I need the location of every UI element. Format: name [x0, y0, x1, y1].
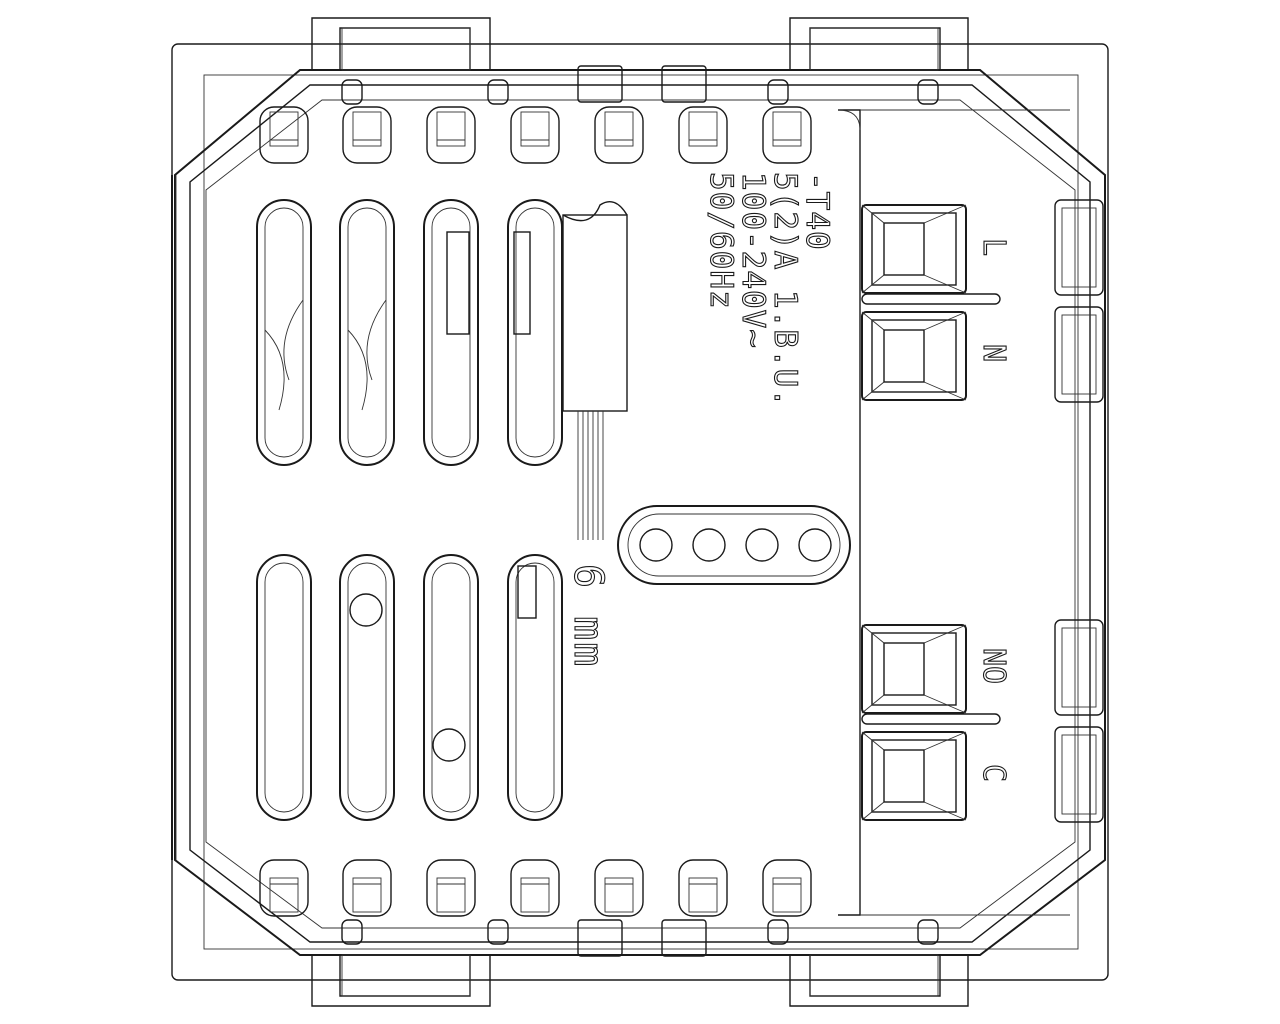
- spring-curve-1: [264, 329, 285, 411]
- terminal-1: [861, 204, 967, 294]
- bottom-pin-row: [259, 859, 812, 917]
- bottom-pin-1: [259, 859, 309, 917]
- device-body: [174, 69, 1106, 956]
- slot-contact-3: [446, 231, 470, 335]
- outer-frame: [171, 43, 1109, 981]
- bottom-pin-3: [426, 859, 476, 917]
- top-pin-7: [762, 106, 812, 164]
- top-pin-4: [510, 106, 560, 164]
- ventilation-slots: [256, 199, 563, 821]
- top-clip-left: [311, 17, 491, 71]
- terminal-label-N: N: [975, 343, 1011, 363]
- terminal-4: [861, 731, 967, 821]
- top-pin-2: [342, 106, 392, 164]
- terminal-label-NO: NO: [975, 647, 1011, 685]
- bottom-clip-right: [789, 954, 969, 1007]
- bottom-pin-6: [678, 859, 728, 917]
- lower-slot-4: [507, 554, 563, 821]
- screw-terminals: [861, 204, 1001, 821]
- bottom-pin-7: [762, 859, 812, 917]
- bottom-pin-2: [342, 859, 392, 917]
- upper-slot-2: [339, 199, 395, 466]
- top-pin-5: [594, 106, 644, 164]
- right-side-latches: [1054, 199, 1104, 823]
- rating-line-frequency: 50/60Hz: [702, 171, 739, 310]
- spring-curve-2: [347, 329, 368, 411]
- four-hole-connector: [617, 505, 851, 585]
- spring-curve-b-1: [283, 299, 304, 381]
- top-tabs: [341, 65, 939, 105]
- top-pin-row: [259, 106, 812, 164]
- top-pin-6: [678, 106, 728, 164]
- slot-round-marker-2: [349, 593, 383, 627]
- strip-length-label: 6 mm: [564, 563, 611, 669]
- top-clip-right: [789, 17, 969, 71]
- slot-contact-4: [513, 231, 531, 335]
- slot-round-marker: [432, 728, 466, 762]
- left-edge-hatch: [171, 175, 177, 860]
- top-pin-1: [259, 106, 309, 164]
- lower-slot-1: [256, 554, 312, 821]
- upper-slot-4: [507, 199, 563, 466]
- upper-slot-1: [256, 199, 312, 466]
- top-pin-3: [426, 106, 476, 164]
- bottom-tabs: [341, 919, 939, 957]
- rating-line-current: 5(2)A 1.B.U.: [766, 171, 803, 408]
- terminal-divider-top: [861, 293, 1001, 305]
- terminal-label-L: L: [975, 237, 1011, 257]
- lower-slot-3: [423, 554, 479, 821]
- rating-line-voltage: 100-240V~: [734, 171, 771, 349]
- terminal-label-C: C: [975, 763, 1011, 783]
- terminal-divider-bottom: [861, 713, 1001, 725]
- lower-slot-2: [339, 554, 395, 821]
- bottom-clip-left: [311, 954, 491, 1007]
- terminal-2: [861, 311, 967, 401]
- bottom-pin-5: [594, 859, 644, 917]
- bottom-pin-4: [510, 859, 560, 917]
- terminal-block: [837, 109, 1070, 916]
- upper-slot-3: [423, 199, 479, 466]
- terminal-3: [861, 624, 967, 714]
- lower-slot-contact-4: [517, 565, 537, 619]
- spring-curve-b-2: [366, 299, 387, 381]
- internal-contact-strip: [562, 201, 628, 540]
- rating-line-temperature: -T40: [798, 171, 835, 251]
